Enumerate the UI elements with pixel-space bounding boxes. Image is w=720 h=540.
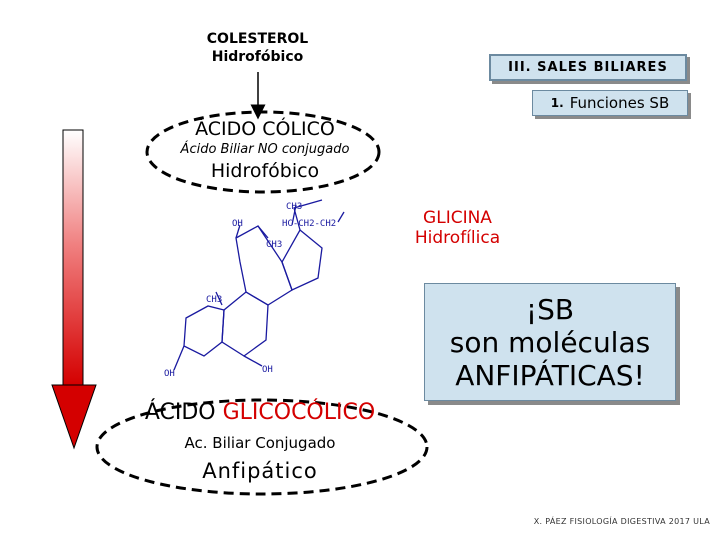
footer-credit: X. PÁEZ FISIOLOGÍA DIGESTIVA 2017 ULA: [533, 517, 710, 526]
ch3-label-a: CH3: [286, 202, 302, 212]
glicocolico-name: ÁCIDO GLICOCÓLICO: [100, 400, 420, 425]
glicocolico-description: Ac. Biliar Conjugado: [184, 434, 336, 452]
cholesterol-property: Hidrofóbico: [211, 49, 304, 65]
oh-label-c: OH: [262, 365, 273, 375]
colico-description: Ácido Biliar NO conjugado: [180, 142, 350, 157]
subsection-number: 1.: [550, 96, 564, 110]
cholesterol-label: COLESTEROL Hidrofóbico: [170, 30, 345, 66]
subsection-title: Funciones SB: [569, 94, 670, 112]
ch3-label-b: CH3: [266, 240, 282, 250]
glicina-label: GLICINA Hidrofílica: [395, 208, 520, 248]
colico-ellipse: [145, 110, 381, 194]
colico-name: ÁCIDO CÓLICO: [195, 118, 335, 140]
glicocolico-name-highlight: GLICOCÓLICO: [222, 400, 376, 425]
colico-property: Hidrofóbico: [210, 160, 320, 182]
oh-label-b: OH: [164, 369, 175, 379]
section-title: III. SALES BILIARES: [508, 60, 668, 75]
subsection-box: 1. Funciones SB: [532, 90, 688, 116]
glicocolico-property: Anfipático: [202, 459, 318, 483]
molecule-labels: CH3 HC-CH2-CH2 CH3 CH3 OH OH OH: [164, 202, 336, 379]
highlight-line-1: ¡SB: [525, 292, 575, 326]
highlight-line-2: son moléculas: [449, 325, 651, 359]
section-title-box: III. SALES BILIARES: [489, 54, 687, 81]
glicina-name: GLICINA: [423, 208, 492, 228]
glicocolico-name-prefix: ÁCIDO: [144, 400, 223, 425]
highlight-line-3: ANFIPÁTICAS!: [455, 358, 645, 392]
ch3-label-c: CH3: [206, 295, 222, 305]
oh-label-a: OH: [232, 219, 243, 229]
amphipathic-highlight-box: ¡SB son moléculas ANFIPÁTICAS!: [424, 283, 676, 401]
cholesterol-name: COLESTEROL: [206, 31, 309, 47]
hc-chain-label: HC-CH2-CH2: [282, 219, 336, 229]
glicina-property: Hidrofílica: [414, 228, 501, 248]
glicocolico-ellipse: [95, 398, 429, 496]
process-arrow: [51, 129, 97, 450]
molecule-structure: [173, 199, 345, 371]
